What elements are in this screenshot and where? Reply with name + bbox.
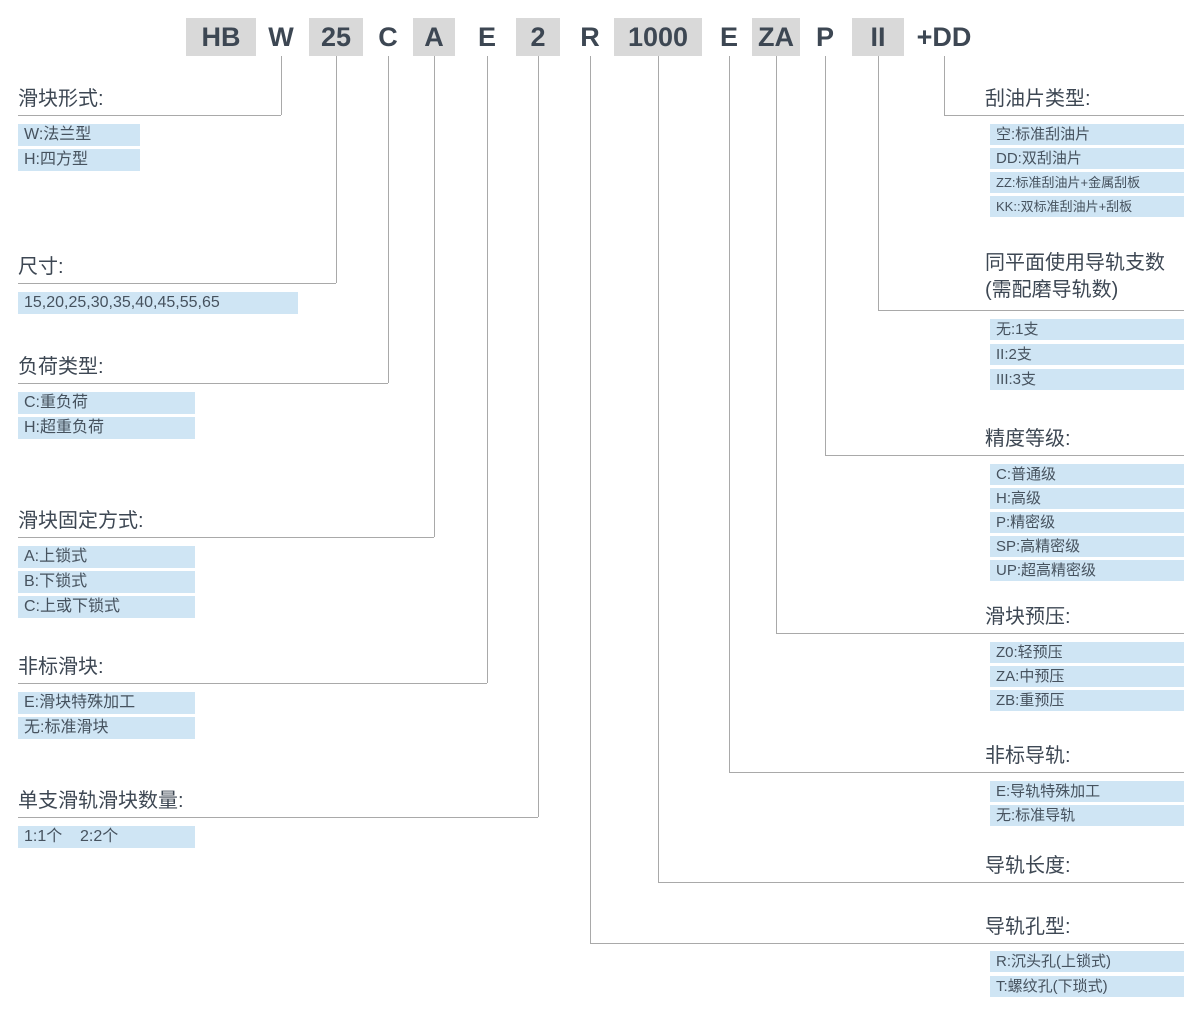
option-item: P:精密级 [990,512,1184,533]
option-item: KK::双标准刮油片+刮板 [990,196,1184,217]
connector-hline-block-count [18,817,538,818]
connector-vline-wiper [944,56,945,115]
option-item: E:滑块特殊加工 [18,692,195,714]
code-segment-slider-form: W [268,22,294,52]
option-item: W:法兰型 [18,124,140,146]
connector-hline-wiper [944,115,1184,116]
rail-length-title: 导轨长度: [985,855,1071,877]
option-item: III:3支 [990,369,1184,390]
connector-hline-mount-style [18,537,434,538]
code-segment-nonstd-rail: E [719,22,738,52]
option-item: T:螺纹孔(下琐式) [990,976,1184,997]
option-item: 空:标准刮油片 [990,124,1184,145]
rail-count-title: 同平面使用导轨支数 [985,252,1165,274]
option-item: R:沉头孔(上锁式) [990,951,1184,972]
option-item: E:导轨特殊加工 [990,781,1184,802]
connector-vline-precision [825,56,826,455]
code-segment-mount-style: A [413,18,455,56]
option-item: H:超重负荷 [18,417,195,439]
code-segment-preload: ZA [752,18,800,56]
connector-vline-preload [776,56,777,633]
connector-hline-rail-hole [590,943,1184,944]
option-item: ZZ:标准刮油片+金属刮板 [990,172,1184,193]
connector-vline-nonstd-block [487,56,488,683]
option-item: DD:双刮油片 [990,148,1184,169]
option-item: C:重负荷 [18,392,195,414]
slider-form-title: 滑块形式: [18,88,104,110]
code-segment-wiper: +DD [916,22,972,52]
option-item: Z0:轻预压 [990,642,1184,663]
option-item: ZA:中预压 [990,666,1184,687]
code-segment-load-type: C [378,22,398,52]
nonstd-rail-title: 非标导轨: [985,745,1071,767]
precision-title: 精度等级: [985,428,1071,450]
connector-hline-size [18,283,336,284]
wiper-type-title: 刮油片类型: [985,88,1091,110]
option-item: H:高级 [990,488,1184,509]
load-type-title: 负荷类型: [18,356,104,378]
option-item: 15,20,25,30,35,40,45,55,65 [18,292,298,314]
code-segment-rail-hole: R [580,22,600,52]
option-item: UP:超高精密级 [990,560,1184,581]
rail-hole-title: 导轨孔型: [985,916,1071,938]
code-segment-series: HB [186,18,256,56]
connector-vline-mount-style [434,56,435,537]
connector-vline-size [336,56,337,283]
option-item: 1:1个 2:2个 [18,826,195,848]
preload-title: 滑块预压: [985,606,1071,628]
code-segment-nonstd-block: E [477,22,496,52]
code-segment-precision: P [815,22,834,52]
option-item: SP:高精密级 [990,536,1184,557]
option-item: ZB:重预压 [990,690,1184,711]
connector-vline-block-count [538,56,539,817]
nonstd-block-title: 非标滑块: [18,656,104,678]
block-count-title: 单支滑轨滑块数量: [18,790,184,812]
connector-vline-load-type [388,56,389,383]
option-item: C:普通级 [990,464,1184,485]
option-item: C:上或下锁式 [18,596,195,618]
option-item: 无:标准导轨 [990,805,1184,826]
mount-style-title: 滑块固定方式: [18,510,144,532]
code-segment-rail-length: 1000 [614,18,702,56]
connector-hline-slider-form [18,115,281,116]
code-segment-block-count: 2 [516,18,560,56]
option-item: B:下锁式 [18,571,195,593]
connector-hline-rail-length [658,882,1184,883]
connector-hline-nonstd-block [18,683,487,684]
code-segment-rail-count: II [852,18,904,56]
option-item: A:上锁式 [18,546,195,568]
connector-vline-rail-length [658,56,659,882]
connector-vline-rail-hole [590,56,591,943]
connector-hline-load-type [18,383,388,384]
connector-vline-rail-count [878,56,879,310]
option-item: 无:1支 [990,319,1184,340]
code-segment-size: 25 [309,18,363,56]
option-item: 无:标准滑块 [18,717,195,739]
size-title: 尺寸: [18,256,64,278]
option-item: H:四方型 [18,149,140,171]
connector-hline-rail-count [878,310,1184,311]
connector-hline-preload [776,633,1184,634]
connector-hline-precision [825,455,1184,456]
rail-count-subtitle: (需配磨导轨数) [985,279,1119,301]
option-item: II:2支 [990,344,1184,365]
connector-vline-nonstd-rail [729,56,730,772]
connector-hline-nonstd-rail [729,772,1184,773]
connector-vline-slider-form [281,56,282,115]
